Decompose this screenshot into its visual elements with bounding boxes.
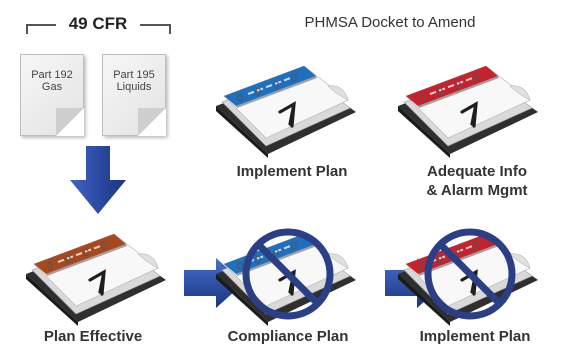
calendar-header-mark	[247, 90, 255, 95]
calendar-page-curl	[137, 253, 159, 269]
calendar-header-mark	[465, 77, 473, 82]
prohibit-slash-icon	[255, 241, 321, 307]
calendar-header-mark	[57, 258, 65, 263]
calendar-ring	[273, 80, 279, 89]
calendar-page-curl	[327, 253, 349, 269]
page-fold-icon	[56, 108, 84, 136]
calendar-ring	[419, 262, 425, 270]
prohibit-ring-icon	[242, 228, 334, 320]
calendar-base-edge	[26, 274, 78, 326]
calendar-digit	[460, 101, 478, 128]
calendar-header-mark	[465, 245, 473, 250]
calendar-ring	[237, 94, 243, 102]
label-adequate-info-line1: Adequate Info	[427, 163, 527, 180]
docket-title: PHMSA Docket to Amend	[304, 14, 476, 31]
prohibit-slash-icon	[437, 241, 503, 307]
calendar-base-edge	[216, 106, 268, 158]
calendar-group	[216, 233, 356, 326]
calendar-ring	[255, 87, 261, 96]
calendar-ring	[291, 73, 297, 82]
page-fold-icon	[138, 108, 166, 136]
calendar-ring	[47, 262, 53, 270]
calendar-group	[398, 65, 538, 158]
calendar-bottom-left-icon	[26, 233, 166, 326]
calendar-ring	[437, 255, 443, 264]
calendar-header-mark	[283, 77, 291, 82]
calendar-digit	[88, 269, 106, 296]
calendar-group	[26, 233, 166, 326]
cfr-title: 49 CFR	[68, 14, 128, 33]
calendar-top-center-icon	[216, 65, 356, 158]
calendar-ring	[291, 241, 297, 250]
calendar-base-edge	[398, 274, 450, 326]
down-arrow-icon	[70, 146, 126, 214]
label-implement-plan-top: Implement Plan	[236, 163, 348, 180]
label-adequate-info: Adequate Info & Alarm Mgmt	[402, 162, 552, 200]
label-adequate-info-line2: & Alarm Mgmt	[426, 182, 528, 199]
calendar-header-mark	[75, 252, 83, 257]
calendar-base-edge	[398, 106, 450, 158]
calendar-header-mark	[93, 245, 101, 250]
calendar-page-curl	[509, 253, 531, 269]
calendar-ring	[101, 241, 107, 250]
document-part-192-number: Part 192	[31, 69, 73, 81]
calendar-base-edge	[216, 274, 268, 326]
document-part-195-type: Liquids	[116, 81, 152, 93]
label-implement-plan-bottom: Implement Plan	[419, 328, 531, 345]
calendar-ring	[273, 248, 279, 257]
document-part-192: Part 192 Gas	[20, 54, 84, 136]
calendar-ring	[83, 248, 89, 257]
calendar-ring	[255, 255, 261, 264]
calendar-header-mark	[265, 84, 273, 89]
document-part-195-number: Part 195	[113, 69, 155, 81]
calendar-header-mark	[447, 84, 455, 89]
calendar-header-shadow	[236, 76, 317, 108]
cfr-bracket-left-tick	[26, 24, 28, 34]
calendar-page-curl	[509, 85, 531, 101]
calendar-bottom-right-icon	[398, 228, 538, 326]
calendar-header-mark	[429, 90, 437, 95]
calendar-group	[216, 65, 356, 158]
calendar-ring	[437, 87, 443, 96]
label-plan-effective: Plan Effective	[43, 328, 143, 345]
document-part-192-type: Gas	[41, 81, 63, 93]
calendar-top-right-icon	[398, 65, 538, 158]
prohibit-ring-icon	[424, 228, 516, 320]
calendar-group	[398, 233, 538, 326]
calendar-header-shadow	[418, 76, 499, 108]
cfr-bracket-right-tick	[169, 24, 171, 34]
calendar-ring	[473, 73, 479, 82]
document-part-195: Part 195 Liquids	[102, 54, 166, 136]
cfr-bracket-right	[140, 24, 170, 26]
calendar-page-curl	[327, 85, 349, 101]
calendar-ring	[455, 80, 461, 89]
calendar-header-mark	[283, 245, 291, 250]
label-compliance-plan: Compliance Plan	[227, 328, 349, 345]
calendar-ring	[237, 262, 243, 270]
calendar-ring	[419, 94, 425, 102]
calendar-digit	[278, 101, 296, 128]
calendar-bottom-center-icon	[216, 228, 356, 326]
calendar-ring	[473, 241, 479, 250]
cfr-bracket-left	[26, 24, 56, 26]
calendar-header-shadow	[46, 244, 127, 276]
calendar-ring	[65, 255, 71, 264]
calendar-ring	[455, 248, 461, 257]
